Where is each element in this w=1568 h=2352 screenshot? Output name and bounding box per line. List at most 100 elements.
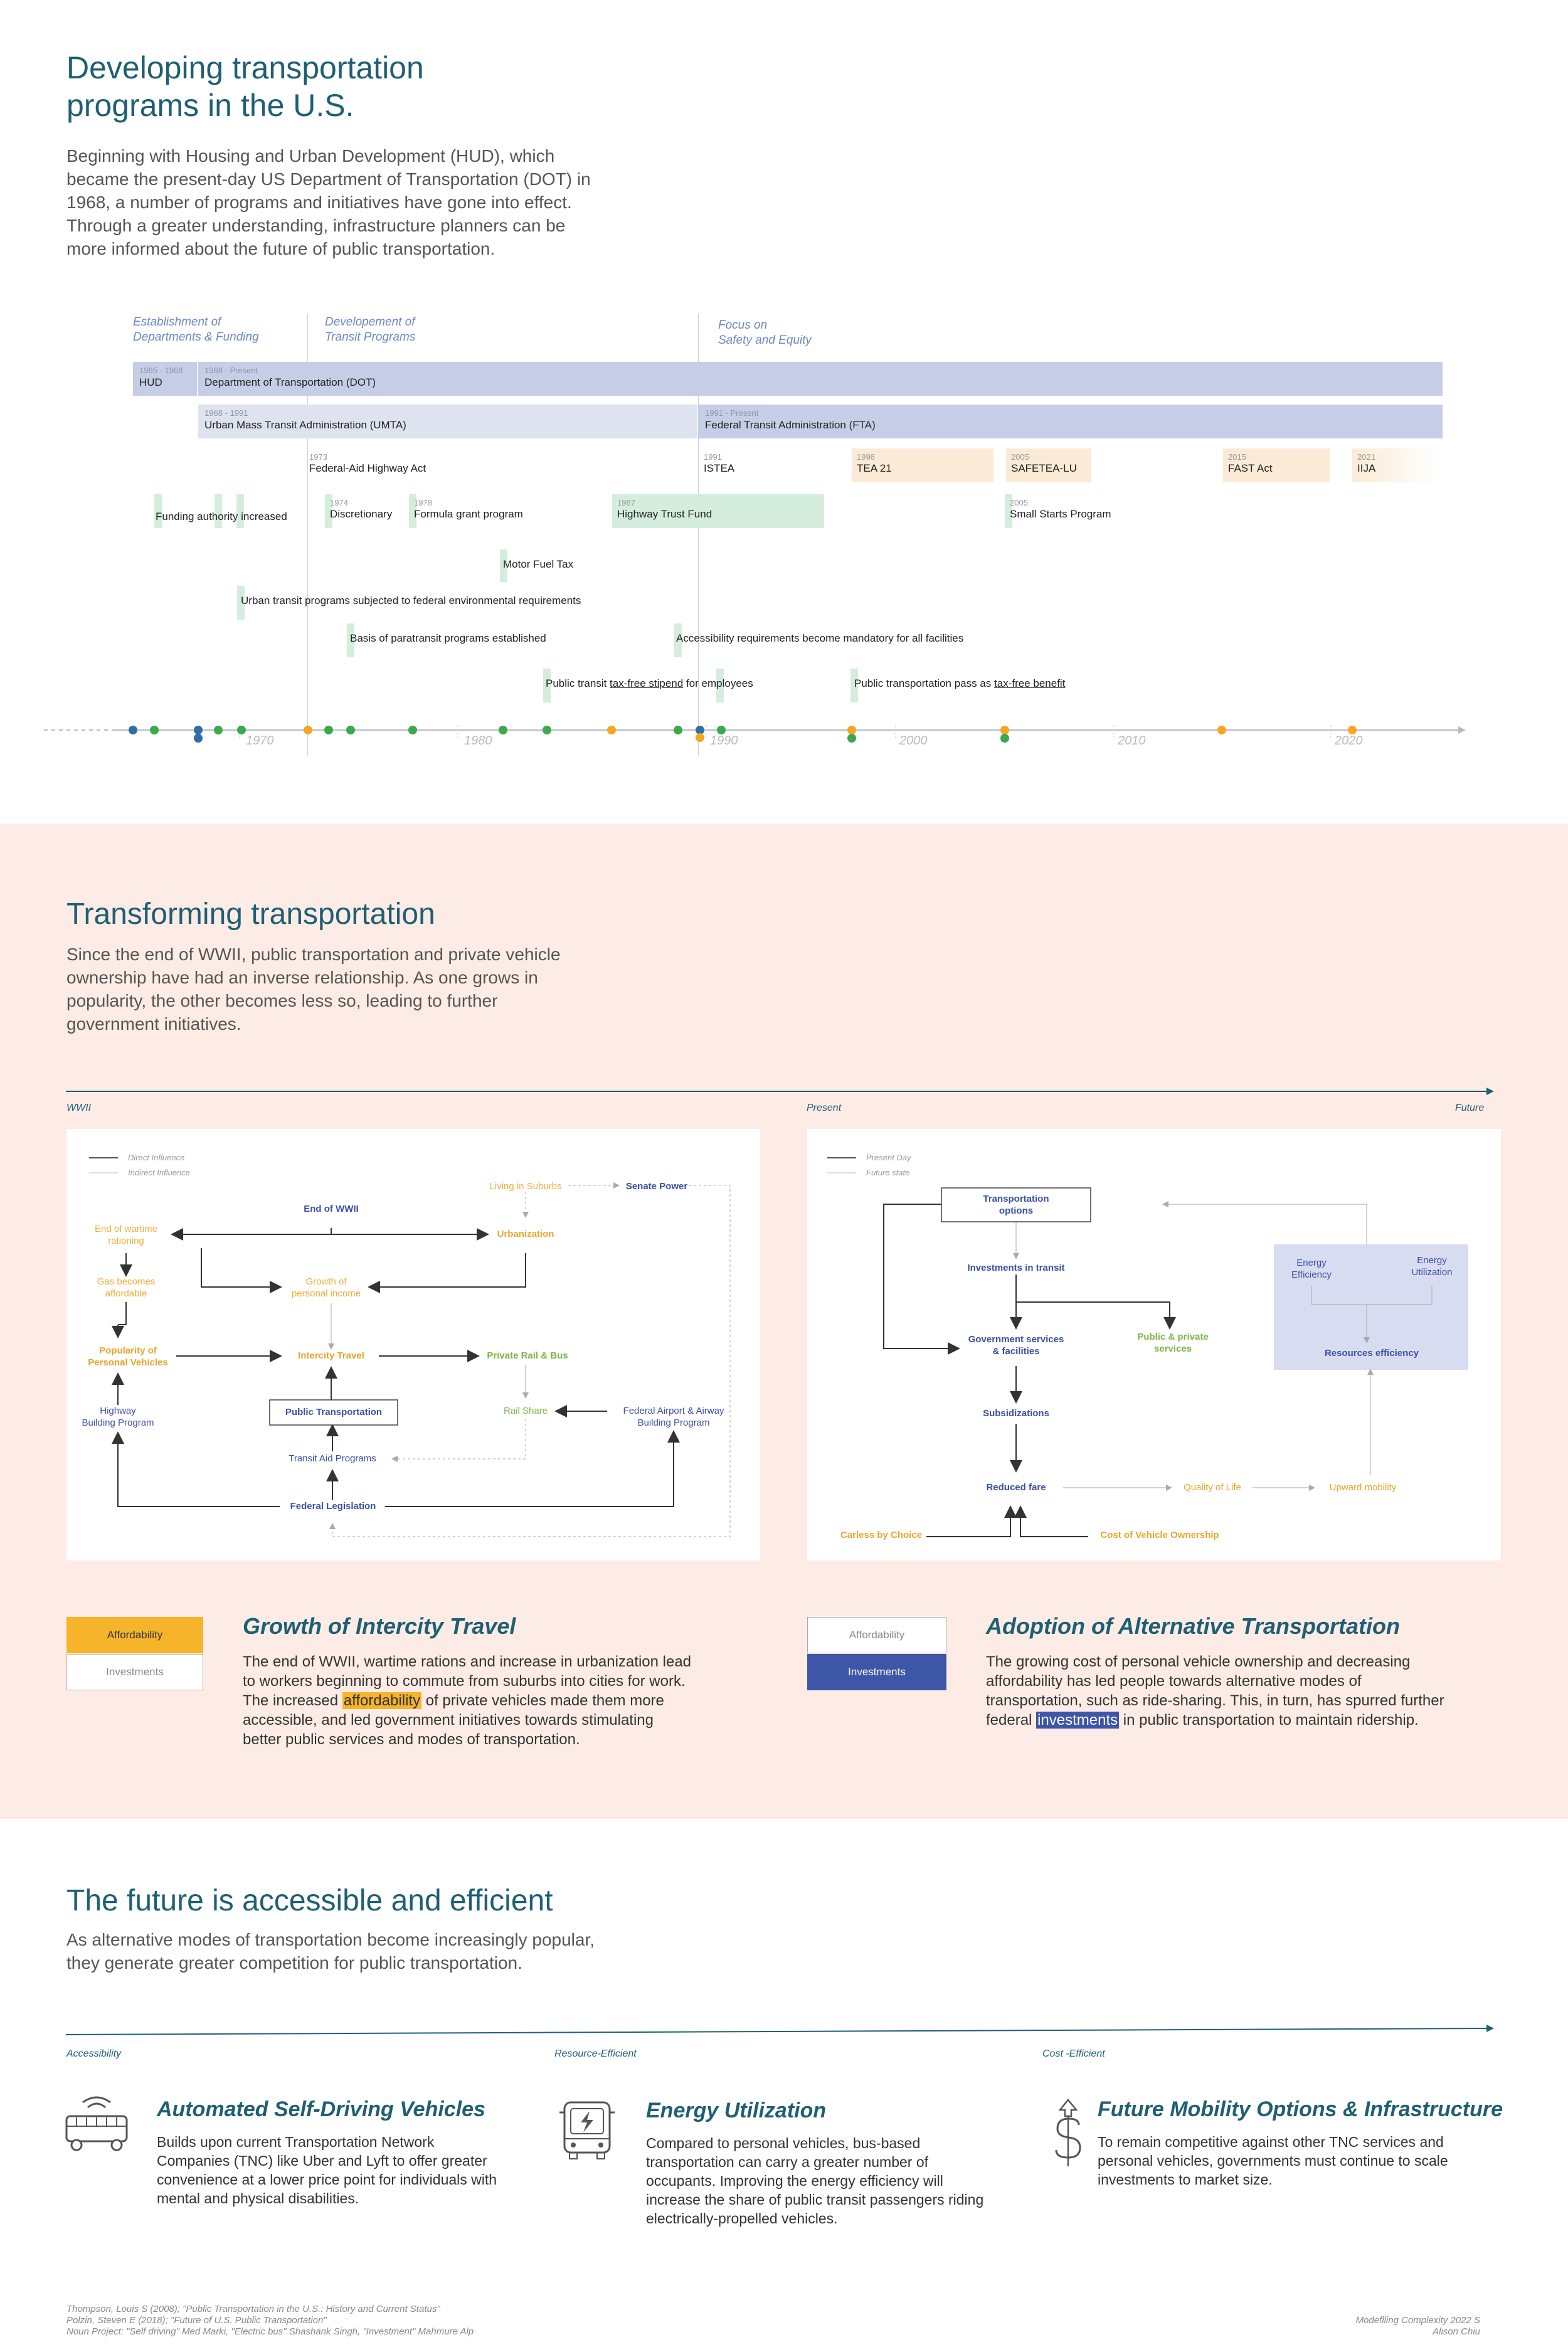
investments-button[interactable]: Investments	[66, 1654, 203, 1690]
node-resources-efficiency: Resources efficiency	[1324, 1348, 1419, 1359]
label-resource-efficient: Resource-Efficient	[554, 2048, 637, 2059]
section1-title-line1: Developing transportation	[66, 50, 424, 85]
program-marker	[347, 623, 354, 657]
electric-bus-icon	[559, 2101, 615, 2159]
timeline-dot-green	[324, 726, 333, 734]
program-fuel-tax: Motor Fuel Tax	[503, 558, 574, 570]
dollar-investment-icon	[1055, 2099, 1081, 2166]
node-intercity-travel: Intercity Travel	[298, 1350, 364, 1361]
program-marker	[850, 669, 858, 702]
future-item-heading: Automated Self-Driving Vehicles	[157, 2097, 485, 2121]
node-government-services: Government services& facilities	[968, 1334, 1064, 1357]
program-marker	[716, 669, 724, 702]
decade-label: 2010	[1118, 734, 1146, 748]
label-present: Present	[807, 1103, 842, 1113]
wwii-diagram-connectors	[89, 1157, 731, 1537]
program-accessibility: Accessibility requirements become mandat…	[676, 632, 964, 644]
node-senate-power: Senate Power	[625, 1181, 688, 1192]
node-federal-legislation: Federal Legislation	[290, 1501, 376, 1512]
section3-intro: As alternative modes of transportation b…	[66, 1930, 595, 1973]
card-text-alternative: The growing cost of personal vehicle own…	[986, 1653, 1444, 1729]
program-marker	[500, 549, 507, 582]
program-marker	[409, 494, 416, 528]
node-private-rail-bus: Private Rail & Bus	[487, 1350, 568, 1361]
affordability-button[interactable]: Affordability	[807, 1617, 946, 1653]
legend-present-day: Present Day	[866, 1153, 911, 1162]
card-heading-intercity: Growth of Intercity Travel	[243, 1613, 516, 1639]
era-label-safety: Focus on Safety and Equity	[718, 319, 812, 347]
timeline-dot-green	[1000, 734, 1009, 743]
timeline-dot-orange	[607, 726, 616, 734]
section2-intro: Since the end of WWII, public transporta…	[66, 945, 561, 1034]
decade-label: 1970	[246, 734, 274, 748]
era-label-departments: Establishment of Departments & Funding	[133, 315, 259, 344]
references: Thompson, Louis S (2008); "Public Transp…	[66, 2304, 474, 2337]
section1-intro: Beginning with Housing and Urban Develop…	[66, 146, 591, 258]
label-cost-efficient: Cost -Efficient	[1042, 2048, 1105, 2059]
program-marker	[1005, 494, 1012, 528]
node-cost-vehicle-ownership: Cost of Vehicle Ownership	[1100, 1530, 1219, 1540]
node-public-transportation: Public Transportation	[285, 1407, 383, 1417]
node-transit-aid: Transit Aid Programs	[289, 1453, 376, 1464]
future-item-heading: Energy Utilization	[646, 2099, 827, 2122]
timeline-dot-green	[674, 726, 682, 734]
affordability-button[interactable]: Affordability	[66, 1617, 203, 1653]
future-item-heading: Future Mobility Options & Infrastructure	[1098, 2097, 1503, 2121]
card-text-intercity: The end of WWII, wartime rations and inc…	[243, 1653, 692, 1748]
label-wwii: WWII	[66, 1103, 92, 1113]
present-diagram-connectors	[827, 1157, 1468, 1537]
program-marker	[325, 494, 332, 528]
legend-future-state: Future state	[866, 1168, 910, 1177]
timeline-dot-orange	[1000, 726, 1009, 734]
section2-title: Transforming transportation	[66, 898, 435, 931]
investments-button[interactable]: Investments	[807, 1654, 946, 1690]
program-marker	[543, 669, 551, 702]
node-reduced-fare: Reduced fare	[986, 1482, 1046, 1493]
program-marker	[236, 494, 244, 528]
node-subsidizations: Subsidizations	[983, 1408, 1049, 1419]
program-marker	[215, 494, 222, 528]
future-item-text: To remain competitive against other TNC …	[1098, 2134, 1448, 2188]
program-marker	[674, 623, 682, 657]
node-end-wwii: End of WWII	[304, 1204, 359, 1214]
timeline-dot-green	[717, 726, 726, 734]
timeline-dot-orange	[304, 726, 312, 734]
timeline-dot-green	[408, 726, 417, 734]
timeline-dot-green	[346, 726, 355, 734]
timeline-dot-green	[214, 726, 223, 734]
decade-label: 2000	[899, 734, 928, 748]
timeline-axis	[44, 725, 1466, 739]
timeline-dot-green	[847, 734, 856, 743]
node-quality-of-life: Quality of Life	[1184, 1482, 1241, 1493]
legend-indirect: Indirect Influence	[128, 1168, 191, 1177]
label-future: Future	[1455, 1103, 1485, 1113]
timeline-dot-orange	[1348, 726, 1357, 734]
section3-title: The future is accessible and efficient	[66, 1884, 553, 1917]
section1-title: Developing transportation programs in th…	[66, 49, 424, 124]
section2-timeline-arrow	[66, 1088, 1494, 1095]
card-heading-alternative: Adoption of Alternative Transportation	[986, 1613, 1401, 1639]
program-stipend: Public transit tax-free stipend for empl…	[546, 677, 753, 689]
decade-label: 1980	[464, 734, 492, 748]
timeline-dot-green	[499, 726, 507, 734]
section3-timeline-arrow	[65, 2025, 1494, 2035]
timeline-dot-blue	[129, 726, 137, 734]
decade-label: 1990	[710, 734, 738, 748]
self-driving-bus-icon	[65, 2096, 128, 2151]
era-label-programs: Developement of Transit Programs	[325, 315, 416, 344]
